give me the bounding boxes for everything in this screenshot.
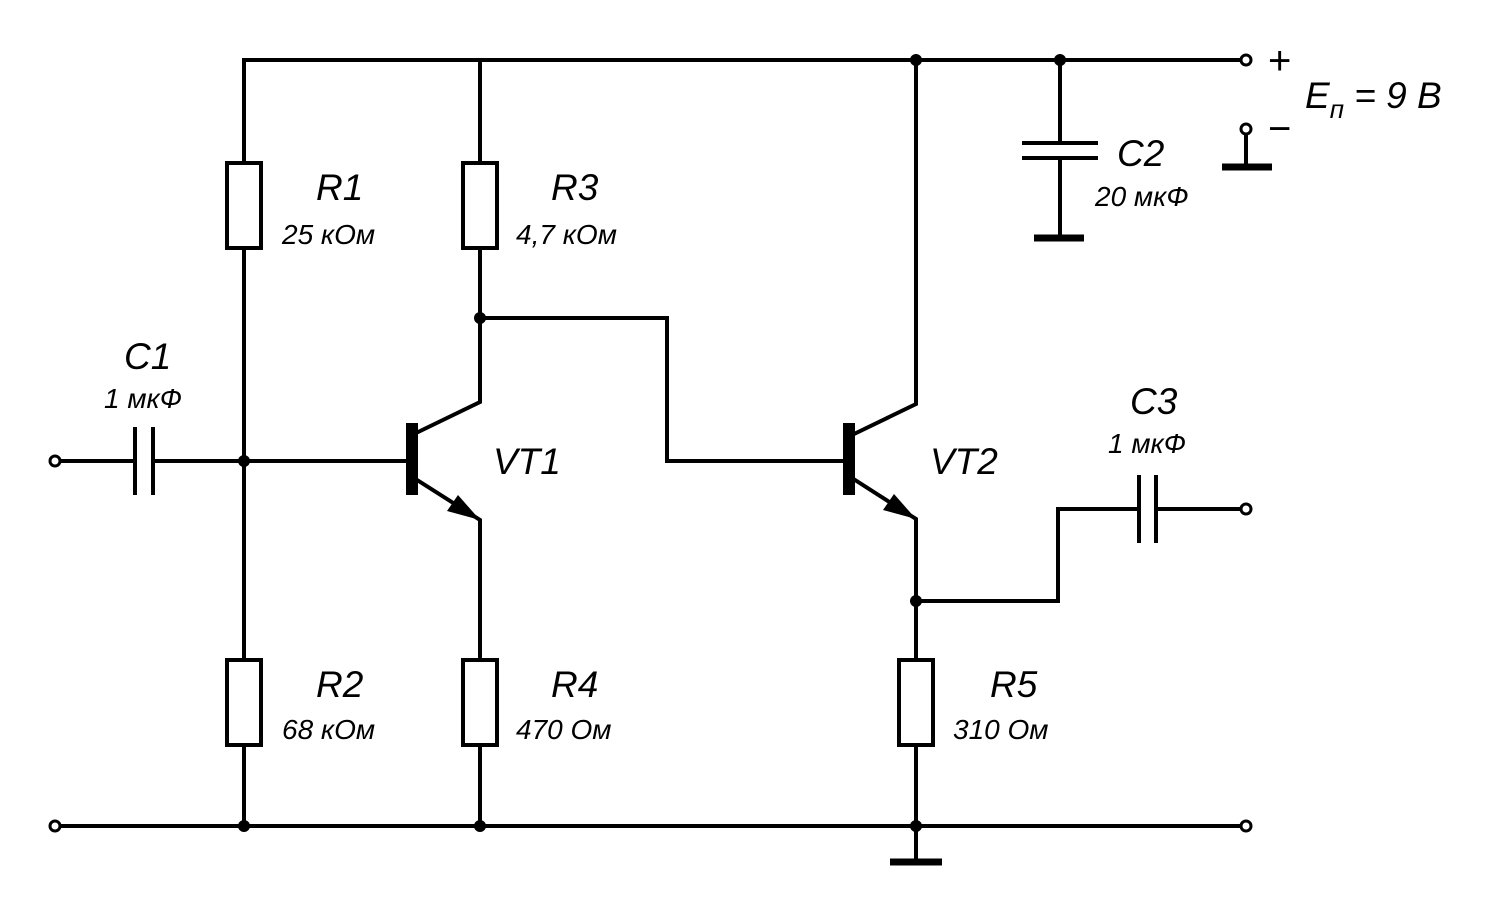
vt2-collector-wire <box>849 58 918 438</box>
vt1-name: VT1 <box>493 441 561 482</box>
supply-minus-sign: − <box>1268 107 1291 151</box>
supply-minus-terminal <box>1239 122 1253 136</box>
r3-value: 4,7 кОм <box>516 219 617 250</box>
r1-value: 25 кОм <box>281 219 375 250</box>
common-terminal-left <box>48 819 62 833</box>
r4-name: R4 <box>551 664 598 705</box>
vt1-emitter-arrow <box>447 495 480 520</box>
output-wire <box>914 507 1247 603</box>
vt2-base-bar <box>843 423 855 495</box>
c3-name: C3 <box>1130 381 1178 422</box>
junction-dot <box>238 455 250 467</box>
supply-plus-sign: + <box>1268 39 1291 83</box>
junction-dot <box>910 820 922 832</box>
supply-voltage-label: Eп = 9 В <box>1305 75 1442 124</box>
resistor-r5 <box>897 658 935 747</box>
resistor-r4 <box>461 658 499 747</box>
r2-value: 68 кОм <box>282 714 375 745</box>
transistor-vt2 <box>843 423 916 519</box>
c3-value: 1 мкФ <box>1108 428 1186 459</box>
r4-value: 470 Ом <box>516 714 611 745</box>
r5-name: R5 <box>990 664 1038 705</box>
capacitor-c1 <box>133 427 155 495</box>
transistor-vt1 <box>406 423 480 520</box>
interstage-wire <box>478 316 848 463</box>
supply-label-sub: п <box>1330 94 1344 124</box>
supply-label-rest: = 9 В <box>1344 75 1442 116</box>
terminals <box>48 53 1253 833</box>
r3-name: R3 <box>551 167 599 208</box>
resistor-r3 <box>461 161 499 250</box>
vt1-base-bar <box>406 423 418 495</box>
c1-name: C1 <box>124 336 171 377</box>
vt1-emitter-wire <box>411 475 482 828</box>
c1-value: 1 мкФ <box>104 383 182 414</box>
r5-value: 310 Ом <box>953 714 1048 745</box>
r2-name: R2 <box>316 664 364 705</box>
c2-value: 20 мкФ <box>1094 181 1189 212</box>
vt1-collector-wire <box>411 58 482 437</box>
capacitor-c3 <box>1137 475 1158 543</box>
resistor-r1 <box>225 161 263 250</box>
junction-dot <box>910 54 922 66</box>
junctions <box>238 54 1066 832</box>
c2-name: C2 <box>1117 133 1165 174</box>
r1-name: R1 <box>316 167 363 208</box>
input-terminal <box>48 454 62 468</box>
resistor-r2 <box>225 658 263 747</box>
junction-dot <box>238 820 250 832</box>
supply-plus-terminal <box>1239 53 1253 67</box>
capacitor-c2 <box>1022 141 1098 160</box>
common-terminal-right <box>1239 819 1253 833</box>
supply-label-main: E <box>1305 75 1331 116</box>
vt2-emitter-arrow <box>883 494 916 519</box>
junction-dot <box>910 595 922 607</box>
output-terminal <box>1239 502 1253 516</box>
vt2-name: VT2 <box>930 441 998 482</box>
junction-dot <box>1054 54 1066 66</box>
junction-dot <box>474 312 486 324</box>
junction-dot <box>474 820 486 832</box>
